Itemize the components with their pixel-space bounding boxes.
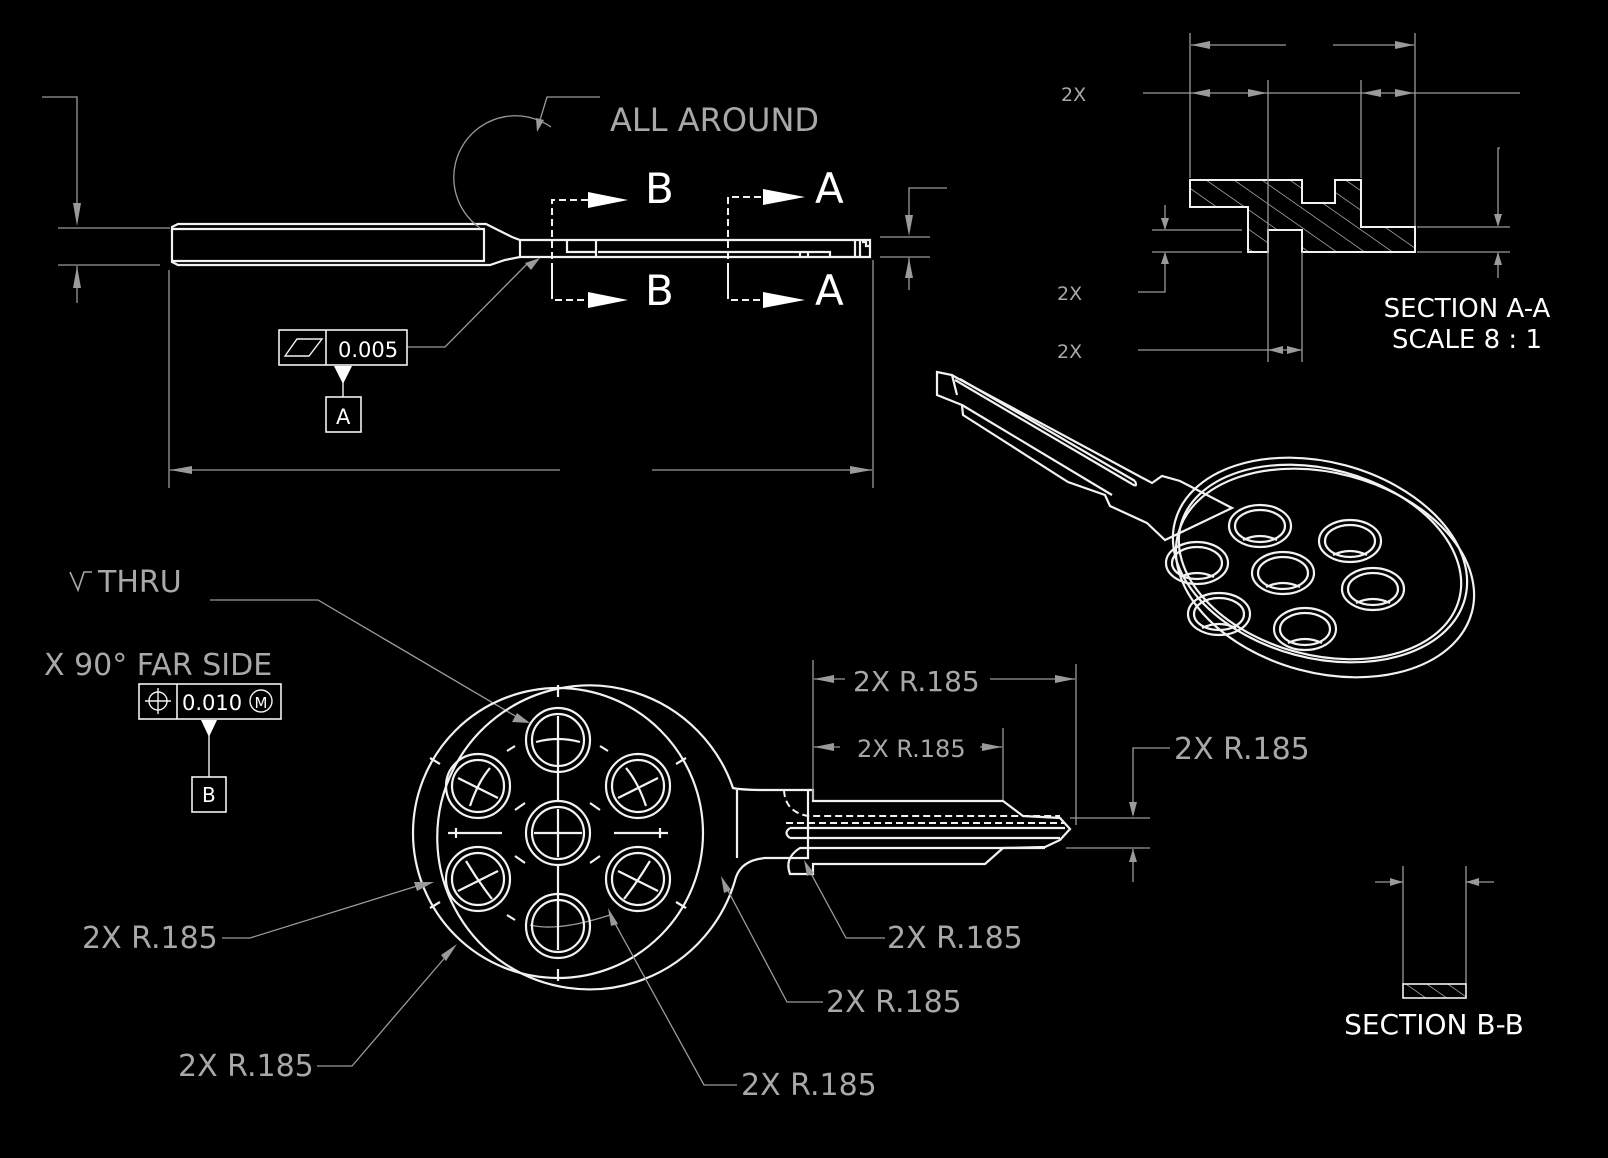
- section-a-a-scale: SCALE 8 : 1: [1392, 325, 1542, 355]
- thickness-dimension-right: [880, 187, 947, 290]
- section-line-b: B B: [551, 164, 674, 315]
- isometric-view: [935, 370, 1476, 679]
- hole-top: [524, 706, 592, 774]
- position-icon: [145, 688, 171, 714]
- section-b-label-top: B: [645, 164, 674, 213]
- radius-callout-8: 2X R.185: [887, 921, 1023, 956]
- depth-icon: [69, 571, 92, 593]
- position-tolerance-value: 0.010: [182, 691, 242, 715]
- radius-callout-7: 2X R.185: [826, 985, 962, 1020]
- radius-callout-4: 2X R.185: [82, 921, 218, 956]
- hole-center: [524, 799, 592, 867]
- datum-a-label: A: [336, 405, 351, 429]
- section-line-a: A A: [727, 164, 844, 315]
- iso-holes: [1164, 503, 1406, 652]
- section-a-label-top: A: [815, 164, 844, 213]
- thru-note: THRU: [97, 565, 182, 600]
- position-fcf: 0.010 M B: [138, 683, 282, 813]
- hole-bottom: [524, 892, 592, 960]
- section-a-label-bottom: A: [815, 266, 844, 315]
- flatness-tolerance-value: 0.005: [338, 338, 398, 362]
- all-around-note: ALL AROUND: [610, 101, 819, 139]
- all-around-symbol: ALL AROUND: [453, 96, 819, 229]
- thickness-dimension-left: [42, 96, 170, 303]
- hole-lower-left: [444, 845, 512, 913]
- section-a-a-view: 2X 2X 2X SECTION A-A SCALE 8 : 1: [1057, 33, 1551, 363]
- multiplier-label-2: 2X: [1057, 283, 1082, 305]
- top-view: ALL AROUND B B A A: [42, 96, 947, 488]
- section-a-a-title: SECTION A-A: [1384, 294, 1551, 324]
- flatness-fcf: 0.005 A: [278, 258, 540, 433]
- blade-dimensions: 2X R.185 2X R.185 2X R.185: [812, 660, 1310, 882]
- section-b-b-title: SECTION B-B: [1344, 1008, 1524, 1041]
- flatness-icon: [283, 338, 324, 357]
- multiplier-label-3: 2X: [1057, 341, 1082, 363]
- hole-lower-right: [604, 845, 672, 913]
- front-view: THRU X 90° FAR SIDE 0.010 M B: [44, 565, 1310, 1103]
- overall-length-dimension: [168, 260, 874, 488]
- mmc-modifier-icon: [249, 689, 273, 713]
- multiplier-label-1: 2X: [1061, 84, 1086, 106]
- key-blade: [783, 788, 1072, 876]
- datum-b-label: B: [202, 783, 216, 807]
- section-b-label-bottom: B: [645, 266, 674, 315]
- hole-notes: THRU X 90° FAR SIDE: [44, 565, 530, 723]
- far-side-note: X 90° FAR SIDE: [44, 648, 272, 683]
- front-holes: [444, 706, 672, 960]
- hole-upper-left: [444, 752, 512, 820]
- radius-leaders: 2X R.185 2X R.185 2X R.185 2X R.185 2X R…: [82, 860, 1023, 1103]
- key-side-profile: [170, 222, 872, 267]
- radius-callout-6: 2X R.185: [741, 1068, 877, 1103]
- section-b-b-view: SECTION B-B: [1344, 866, 1524, 1041]
- hole-upper-right: [604, 752, 672, 820]
- mmc-modifier: M: [255, 694, 268, 712]
- radius-callout-1: 2X R.185: [853, 665, 980, 698]
- radius-callout-5: 2X R.185: [178, 1049, 314, 1084]
- key-head: [411, 684, 810, 991]
- radius-callout-3: 2X R.185: [1174, 732, 1310, 767]
- radius-callout-2: 2X R.185: [857, 735, 966, 763]
